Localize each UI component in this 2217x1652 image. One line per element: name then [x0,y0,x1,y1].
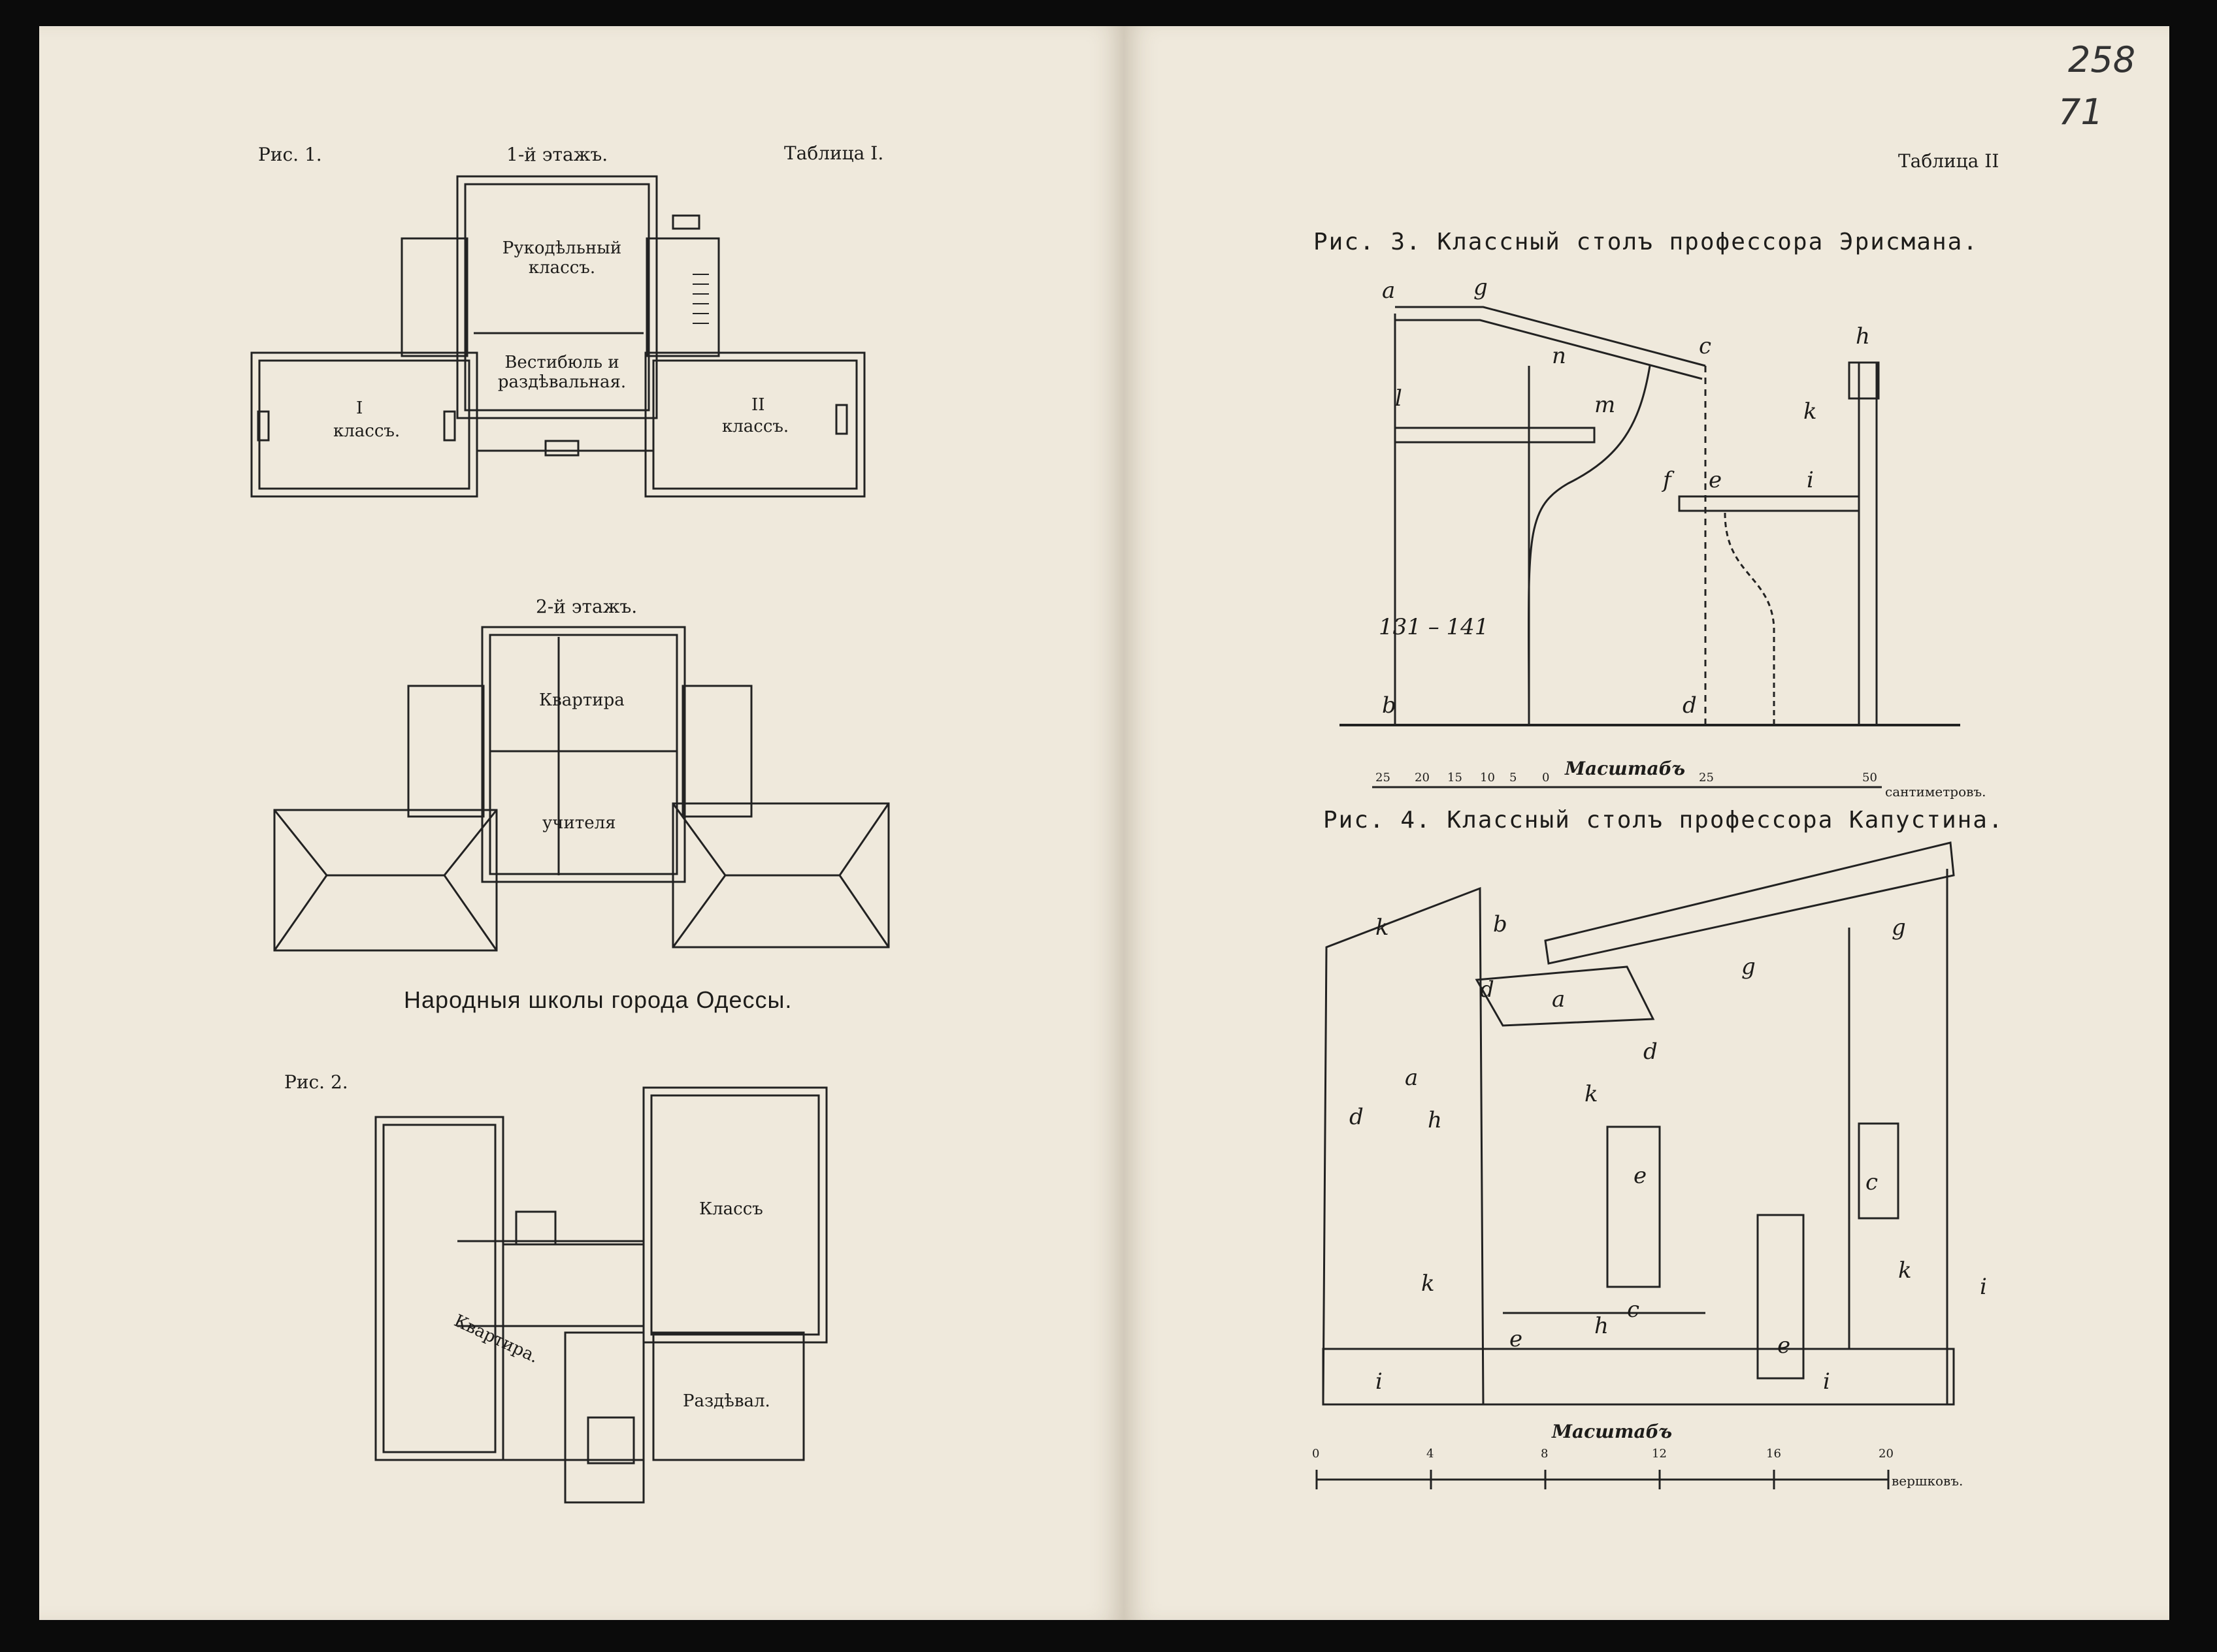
fig4-letters-4: d [1480,977,1494,1003]
fig3-letters-6: m [1594,392,1616,418]
fig4-letters-5: a [1552,986,1566,1012]
scale2-unit: вершковъ. [1892,1473,1963,1489]
table-label-left: Таблица I. [784,142,884,164]
scale2-title: Масштабъ [1552,1421,1673,1442]
room-needlework: Рукодѣльный классъ. [502,238,622,278]
folio-number: 258 [2068,39,2136,80]
fig3-letters-5: l [1395,385,1402,412]
fig3-letters-2: n [1552,343,1566,369]
fig4-letters-7: a [1405,1065,1419,1091]
scale2-tick-5: 20 [1879,1447,1894,1461]
fig3-letters-10: i [1807,467,1814,493]
fig3-letters-4: h [1856,323,1870,349]
fig3-desk [1339,306,1960,788]
fig4-letters-14: i [1980,1274,1987,1300]
scale1-tick-1: 20 [1415,771,1430,785]
fig4-letters-11: e [1634,1163,1647,1189]
fig4-caption: Рис. 4. Классный столъ профессора Капуст… [1323,807,2004,834]
fig3-letters-11: b [1382,692,1396,719]
scale2-tick-1: 4 [1426,1447,1434,1461]
floor1-plan [250,175,866,498]
left-page [39,26,1124,1620]
fig3-letters-12: d [1683,692,1697,719]
scale2-tick-3: 12 [1652,1447,1667,1461]
room-teacher: учителя [542,813,616,833]
fig3-letters-0: a [1382,278,1396,304]
fig4-letters-16: e [1509,1326,1523,1352]
left-caption: Народныя школы города Одессы. [404,986,793,1013]
fig4-letters-2: g [1892,915,1906,941]
scale1-title: Масштабъ [1565,758,1686,779]
fig4-letters-3: g [1741,954,1756,980]
fig4-letters-8: h [1428,1107,1442,1133]
scale2-tick-2: 8 [1541,1447,1549,1461]
fig4-letters-6: d [1643,1039,1658,1065]
fig4-letters-20: i [1375,1369,1383,1395]
room-class1-word: классъ. [333,421,401,441]
fig3-letters-3: c [1699,333,1712,359]
room-class2-word: классъ. [722,417,789,436]
fig4-letters-17: c [1627,1297,1640,1323]
fig4-letters-1: b [1493,911,1507,937]
fig4-letters-10: d [1349,1104,1364,1130]
fig2-label: Рис. 2. [284,1071,348,1093]
right-page [1124,26,2169,1620]
fig3-dimension: 131 – 141 [1379,614,1489,640]
fig4-letters-0: k [1375,915,1389,941]
fig4-letters-13: k [1421,1271,1435,1297]
sheet-number: 71 [2058,91,2103,133]
floor1-title: 1-й этажъ. [506,144,608,165]
floor2-title: 2-й этажъ. [536,596,638,617]
room-classroom: Классъ [699,1199,763,1219]
fig1-label: Рис. 1. [258,144,322,165]
fig4-letters-21: i [1823,1369,1830,1395]
fig3-letters-7: k [1803,398,1817,425]
fig3-letters-9: e [1709,467,1722,493]
fig3-letters-8: f [1663,467,1671,493]
room-cloakroom: Раздѣвал. [683,1391,770,1411]
room-apartment: Квартира [539,690,625,710]
fig4-letters-18: h [1594,1313,1609,1339]
fig4-letters-9: k [1585,1081,1598,1107]
scale2-tick-4: 16 [1766,1447,1781,1461]
scale1-unit: сантиметровъ. [1885,784,1986,800]
fig2-plan [374,1086,828,1504]
scale2-tick-0: 0 [1312,1447,1320,1461]
room-class2-num: II [751,395,765,415]
fig4-letters-12: c [1865,1169,1879,1195]
scale1-tick-2: 15 [1447,771,1462,785]
table-label-right: Таблица II [1898,150,1999,172]
scale1-tick-0: 25 [1375,771,1390,785]
scale1-tick-3: 10 [1480,771,1495,785]
room-vestibule: Вестибюль и раздѣвальная. [497,353,627,392]
room-class1-num: I [356,398,363,418]
scale1-tick-5: 0 [1542,771,1550,785]
fig4-letters-19: e [1777,1333,1791,1359]
scale1-tick-7: 50 [1862,771,1877,785]
fig4-letters-15: k [1898,1257,1912,1284]
floor2-plan [273,626,890,952]
fig3-caption: Рис. 3. Классный столъ профессора Эрисма… [1313,229,1979,255]
fig4-desk [1315,841,1955,1489]
scale1-tick-6: 25 [1699,771,1714,785]
fig3-letters-1: g [1473,274,1488,300]
scale1-tick-4: 5 [1509,771,1517,785]
